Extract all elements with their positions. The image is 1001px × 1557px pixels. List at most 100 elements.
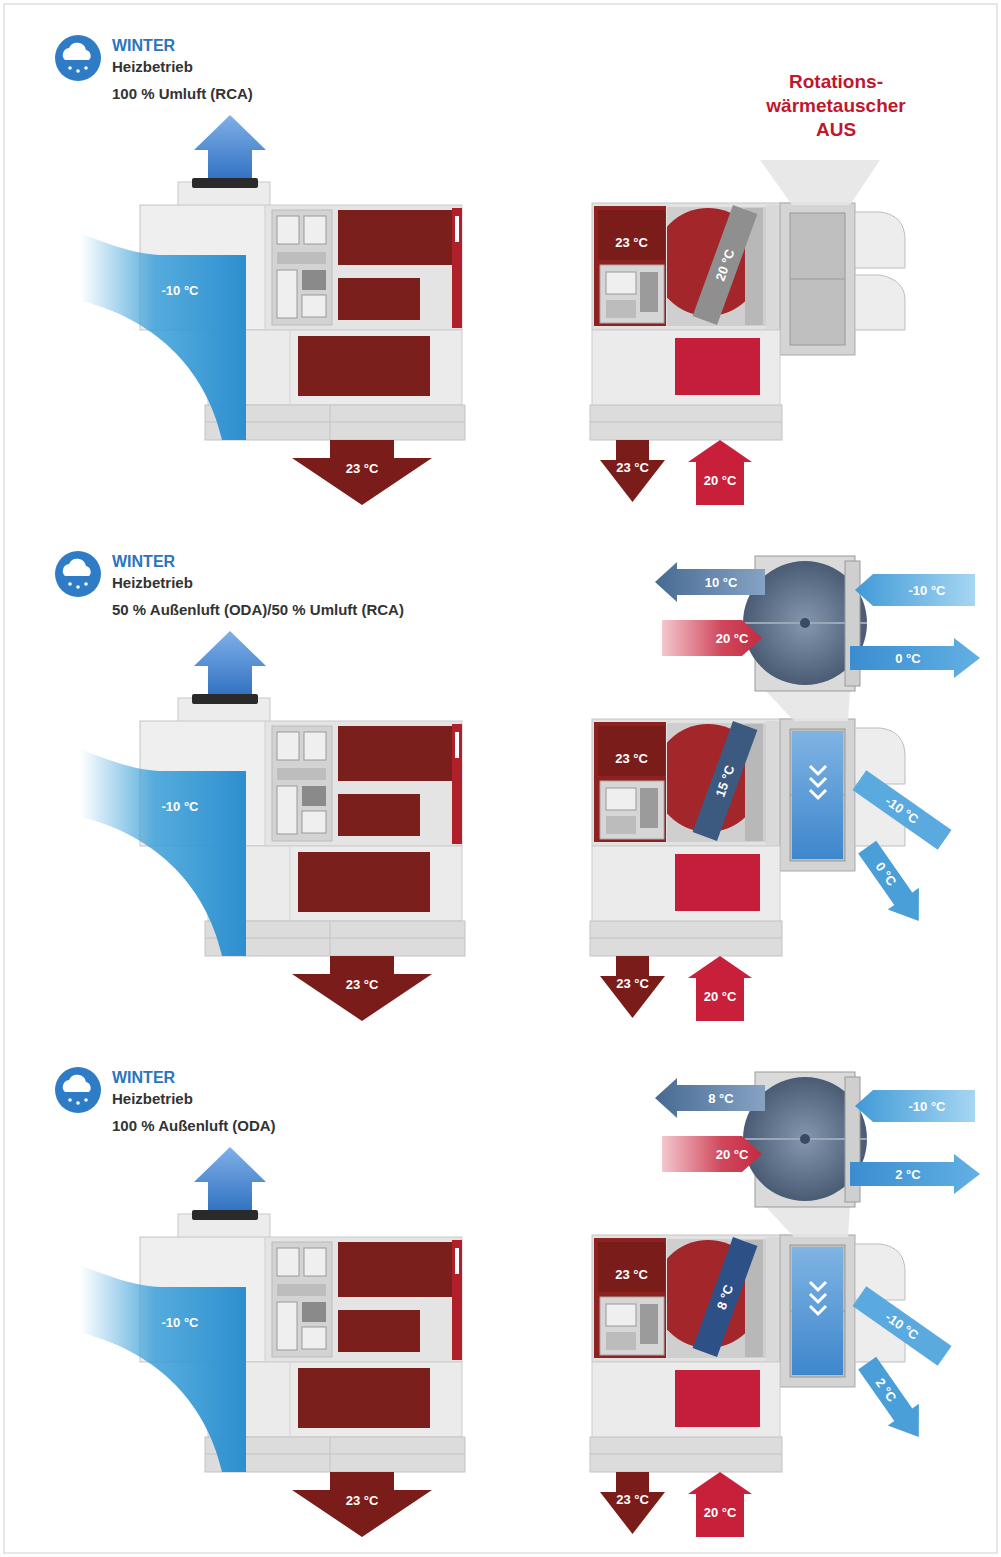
extract-air-arrow-shape	[688, 1472, 752, 1537]
extract-air-arrow-shape	[688, 956, 752, 1021]
shape-outline	[693, 1237, 758, 1357]
shape-outline	[292, 1472, 432, 1537]
shape-outline	[600, 440, 665, 502]
extract-air-arrow: 20 °C	[662, 616, 762, 660]
temperature-value: 20 °C	[704, 990, 737, 1003]
supply-air-arrow: 23 °C	[292, 440, 432, 505]
air-mode-text: 100 % Umluft (RCA)	[112, 85, 253, 103]
outside-air-arrow: -10 °C	[855, 1088, 975, 1124]
panel-outside-air	[55, 1067, 905, 1472]
shape-outline	[850, 1154, 980, 1194]
temperature-value: 0 °C	[895, 652, 920, 665]
supply-air-arrow: 23 °C	[292, 956, 432, 1021]
temperature-value: 23 °C	[616, 977, 649, 990]
illustration-part	[590, 1235, 905, 1472]
shape-outline	[688, 956, 752, 1021]
illustration-part	[590, 719, 905, 956]
temperature-value: 23 °C	[615, 1268, 648, 1281]
illustration-part	[590, 203, 905, 440]
extract-air-arrow-shape	[688, 440, 752, 505]
extract-air-arrow: 20 °C	[688, 440, 752, 505]
shape-outline	[693, 721, 758, 841]
temperature-value: 23 °C	[615, 752, 648, 765]
supply-air-arrow: 23 °C	[292, 1472, 432, 1537]
season-heading: WINTER	[112, 36, 175, 55]
season-heading: WINTER	[112, 1068, 175, 1087]
shape-outline	[662, 1136, 762, 1172]
mode-heading: Heizbetrieb	[112, 58, 193, 76]
damper-blade: 8 °C	[695, 1237, 755, 1357]
outside-air-arrow: -10 °C	[855, 1296, 950, 1356]
damper-blade: 15 °C	[695, 721, 755, 841]
shape-outline	[858, 1357, 919, 1437]
temperature-value: 23 °C	[346, 1494, 379, 1507]
temperature-value: 23 °C	[616, 1493, 649, 1506]
shape-outline	[80, 233, 246, 440]
cold-air-plume: -10 °C	[80, 721, 250, 956]
panel-mixed-air	[55, 551, 905, 956]
illustration-part	[792, 731, 843, 859]
shape-outline	[598, 210, 665, 260]
mode-heading: Heizbetrieb	[112, 1090, 193, 1108]
preheated-air-arrow: 2 °C	[858, 1360, 928, 1440]
temperature-value: -10 °C	[909, 1100, 946, 1113]
air-mode-text: 100 % Außenluft (ODA)	[112, 1117, 276, 1135]
temperature-value: 23 °C	[346, 978, 379, 991]
illustration-part	[760, 160, 880, 205]
exhaust-air-arrow: 8 °C	[655, 1078, 765, 1118]
shape-outline	[855, 574, 975, 606]
temperature-value: 2 °C	[895, 1168, 920, 1181]
shape-outline	[655, 562, 765, 602]
shape-outline	[853, 1286, 952, 1365]
outside-air-arrow: -10 °C	[855, 572, 975, 608]
shape-outline	[598, 726, 665, 776]
shape-outline	[858, 841, 919, 921]
illustration-part	[792, 1247, 843, 1375]
shape-outline	[600, 1472, 665, 1534]
illustration-part	[55, 1067, 101, 1113]
temperature-value: -10 °C	[162, 1316, 199, 1329]
cold-air-plume: -10 °C	[80, 205, 250, 440]
shape-outline	[850, 638, 980, 678]
preheated-air-arrow: 2 °C	[850, 1154, 980, 1194]
exhaust-air-arrow: 10 °C	[655, 562, 765, 602]
season-heading: WINTER	[112, 552, 175, 571]
temperature-value: 23 °C	[346, 462, 379, 475]
temperature-value: 10 °C	[705, 576, 738, 589]
shape-outline	[688, 1472, 752, 1537]
cold-air-plume: -10 °C	[80, 1237, 250, 1472]
temperature-value: 20 °C	[704, 474, 737, 487]
heater-panel: 23 °C	[598, 210, 665, 260]
shape-outline	[598, 1242, 665, 1292]
callout-text: Rotations- wärmetauscher AUS	[756, 70, 916, 142]
extract-air-arrow: 20 °C	[662, 1132, 762, 1176]
temperature-value: 23 °C	[615, 236, 648, 249]
illustration-part	[55, 35, 101, 81]
cold-air-plume-shape	[80, 205, 250, 440]
illustration-part	[55, 551, 101, 597]
heater-panel: 23 °C	[598, 726, 665, 776]
shape-outline	[855, 1090, 975, 1122]
shape-outline	[80, 1265, 246, 1472]
shape-outline	[655, 1078, 765, 1118]
shape-outline	[292, 440, 432, 505]
shape-outline	[688, 440, 752, 505]
shape-outline	[80, 749, 246, 956]
shape-outline	[600, 956, 665, 1018]
temperature-value: 20 °C	[704, 1506, 737, 1519]
temperature-value: 20 °C	[716, 1148, 749, 1161]
temperature-value: 8 °C	[708, 1092, 733, 1105]
air-mode-text: 50 % Außenluft (ODA)/50 % Umluft (RCA)	[112, 601, 404, 619]
shape-outline	[693, 205, 758, 325]
shape-outline	[662, 620, 762, 656]
cold-air-plume-shape	[80, 721, 250, 956]
mode-heading: Heizbetrieb	[112, 574, 193, 592]
supply-air-arrow: 23 °C	[600, 440, 665, 502]
temperature-value: -10 °C	[909, 584, 946, 597]
supply-air-arrow: 23 °C	[600, 956, 665, 1018]
temperature-value: -10 °C	[162, 800, 199, 813]
supply-air-arrow: 23 °C	[600, 1472, 665, 1534]
heater-panel: 23 °C	[598, 1242, 665, 1292]
damper-blade: 20 °C	[695, 205, 755, 325]
